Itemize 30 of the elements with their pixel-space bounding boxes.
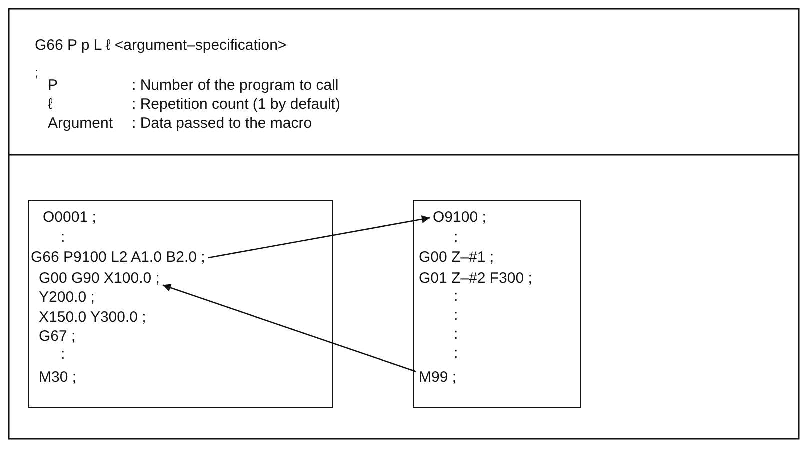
label-text: : Repetition count (1 by default) xyxy=(132,96,340,114)
label-text: ; xyxy=(35,64,39,82)
code-line: X150.0 Y300.0 ; xyxy=(39,309,146,327)
code-line: G00 G90 X100.0 ; xyxy=(39,270,160,288)
program-box xyxy=(28,200,333,408)
arrow xyxy=(162,284,416,372)
code-line: G01 Z–#2 F300 ; xyxy=(419,270,532,288)
label-text: Argument xyxy=(48,115,114,133)
code-line: G66 P9100 L2 A1.0 B2.0 ; xyxy=(31,249,206,267)
code-line: G00 Z–#1 ; xyxy=(419,249,494,267)
label-text: : Data passed to the macro xyxy=(132,115,312,133)
label-text: P xyxy=(48,77,58,95)
code-line: : xyxy=(454,307,458,325)
label-text: : Number of the program to call xyxy=(132,77,339,95)
label-text: ℓ xyxy=(48,96,53,114)
arrow xyxy=(208,215,430,259)
code-line: Y200.0 ; xyxy=(39,289,95,307)
program-box xyxy=(413,200,581,408)
code-line: M30 ; xyxy=(39,369,77,387)
syntax-line: G66 P p L ℓ <argument–specification> xyxy=(35,37,287,55)
code-line: : xyxy=(61,346,66,364)
code-line: M99 ; xyxy=(419,369,457,387)
code-line: G67 ; xyxy=(39,328,76,346)
code-line: : xyxy=(454,288,458,306)
code-line: : xyxy=(61,229,66,247)
code-line: : xyxy=(454,229,458,247)
code-line: : xyxy=(454,326,458,344)
code-line: O9100 ; xyxy=(433,209,486,227)
code-line: : xyxy=(454,345,458,363)
code-line: O0001 ; xyxy=(43,209,96,227)
